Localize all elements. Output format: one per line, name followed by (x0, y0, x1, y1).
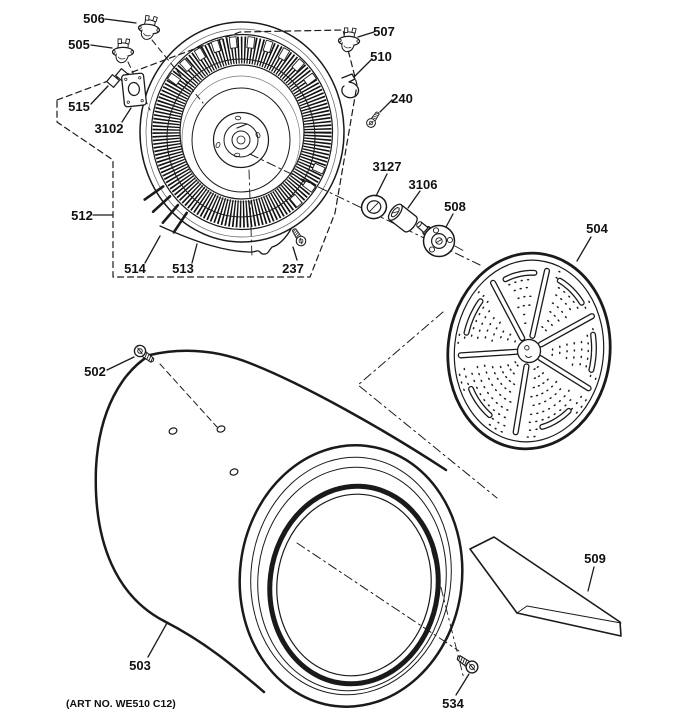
part-label-534: 534 (442, 696, 464, 711)
part-label-514: 514 (124, 261, 146, 276)
baffle-509 (469, 536, 622, 637)
part-label-513: 513 (172, 261, 194, 276)
screw-502-alignment-dashed (159, 363, 218, 428)
clip-510 (341, 73, 360, 99)
part-annotation-237: 237 (282, 246, 304, 276)
part-annotation-507: 507 (357, 24, 395, 39)
leader-line-534 (455, 673, 470, 696)
part-label-504: 504 (586, 221, 608, 236)
part-annotation-505: 505 (68, 37, 113, 52)
leader-line-3102 (121, 107, 132, 123)
plate-3102 (121, 72, 147, 108)
part-label-512: 512 (71, 208, 93, 223)
bearing-508 (416, 221, 465, 258)
part-annotation-506: 506 (83, 11, 137, 26)
part-label-3127: 3127 (373, 159, 402, 174)
drum-hole (168, 427, 178, 435)
part-label-506: 506 (83, 11, 105, 26)
grille-outer-rim (446, 251, 612, 451)
leader-line-508 (445, 213, 454, 228)
part-annotation-513: 513 (172, 243, 198, 276)
part-label-3106: 3106 (409, 177, 438, 192)
heating-element-assembly (139, 21, 481, 266)
part-annotation-3106: 3106 (407, 177, 438, 209)
part-annotation-502: 502 (84, 356, 135, 379)
thermostat-506-alignment-dashed (151, 39, 204, 104)
drum-top-edge (148, 349, 448, 472)
thermostat-505 (108, 35, 138, 67)
part-annotation-514: 514 (124, 235, 161, 276)
screw-240 (364, 109, 383, 130)
element-hub (212, 111, 270, 169)
part-annotation-240: 240 (379, 91, 413, 113)
thermostat-507 (334, 24, 365, 56)
part-label-502: 502 (84, 364, 106, 379)
drum-rear-outline (94, 353, 266, 694)
leader-line-3106 (407, 190, 421, 209)
leader-line-3127 (375, 173, 388, 197)
heater-coil-band (152, 36, 332, 228)
drum-503 (94, 311, 498, 708)
part-label-507: 507 (373, 24, 395, 39)
part-label-505: 505 (68, 37, 90, 52)
part-label-237: 237 (282, 261, 304, 276)
leader-line-504 (576, 236, 592, 262)
art-no-text: (ART NO. WE510 C12) (66, 698, 176, 710)
grille-alignment-lines (357, 311, 498, 499)
part-annotation-504: 504 (576, 221, 609, 262)
part-labels: 506 505 515 3102 512 514 513 237 507 510 240 3127 31… (68, 11, 608, 711)
part-label-508: 508 (444, 199, 466, 214)
part-annotation-508: 508 (444, 199, 466, 228)
grille-face (457, 267, 597, 438)
coil-insulator-blocks (167, 36, 326, 208)
leader-line-507 (357, 31, 375, 38)
leader-line-515 (90, 85, 109, 105)
part-annotation-3127: 3127 (373, 159, 402, 197)
leader-line-503 (147, 622, 168, 658)
screw-237 (288, 225, 309, 249)
part-label-509: 509 (584, 551, 606, 566)
part-annotation-3102: 3102 (95, 107, 132, 136)
part-annotation-510: 510 (353, 49, 392, 78)
leader-line-510 (353, 58, 373, 78)
part-annotation-512: 512 (71, 208, 113, 223)
leader-line-514 (144, 235, 161, 264)
part-annotation-503: 503 (129, 622, 168, 673)
leader-line-237 (292, 246, 298, 261)
element-housing-outline (139, 21, 345, 243)
part-label-515: 515 (68, 99, 90, 114)
leader-line-505 (90, 44, 113, 49)
leader-line-240 (379, 99, 393, 113)
element-housing-lower-tab (159, 225, 292, 255)
grille-504 (446, 251, 612, 451)
drum-hole (229, 468, 239, 476)
leader-line-513 (191, 243, 198, 264)
drum-axis-line (296, 542, 460, 652)
heater-terminals-514 (143, 185, 189, 234)
bearing-sleeve-3106 (387, 203, 418, 233)
baffle-alignment-line (426, 531, 465, 680)
leader-line-509 (587, 566, 595, 592)
thermostat-506 (133, 11, 166, 45)
part-label-510: 510 (370, 49, 392, 64)
part-annotation-515: 515 (68, 85, 109, 114)
leader-line-506 (104, 18, 137, 24)
drum-front-rim (238, 444, 464, 708)
leader-line-502 (106, 356, 135, 371)
element-centerline (248, 169, 253, 259)
part-annotation-509: 509 (584, 551, 606, 592)
drum-hole (216, 425, 226, 433)
part-label-3102: 3102 (95, 121, 124, 136)
part-annotation-534: 534 (442, 673, 470, 711)
element-boundary-dashed (56, 29, 358, 278)
part-label-503: 503 (129, 658, 151, 673)
washer-3127 (360, 194, 388, 220)
part-label-240: 240 (391, 91, 413, 106)
